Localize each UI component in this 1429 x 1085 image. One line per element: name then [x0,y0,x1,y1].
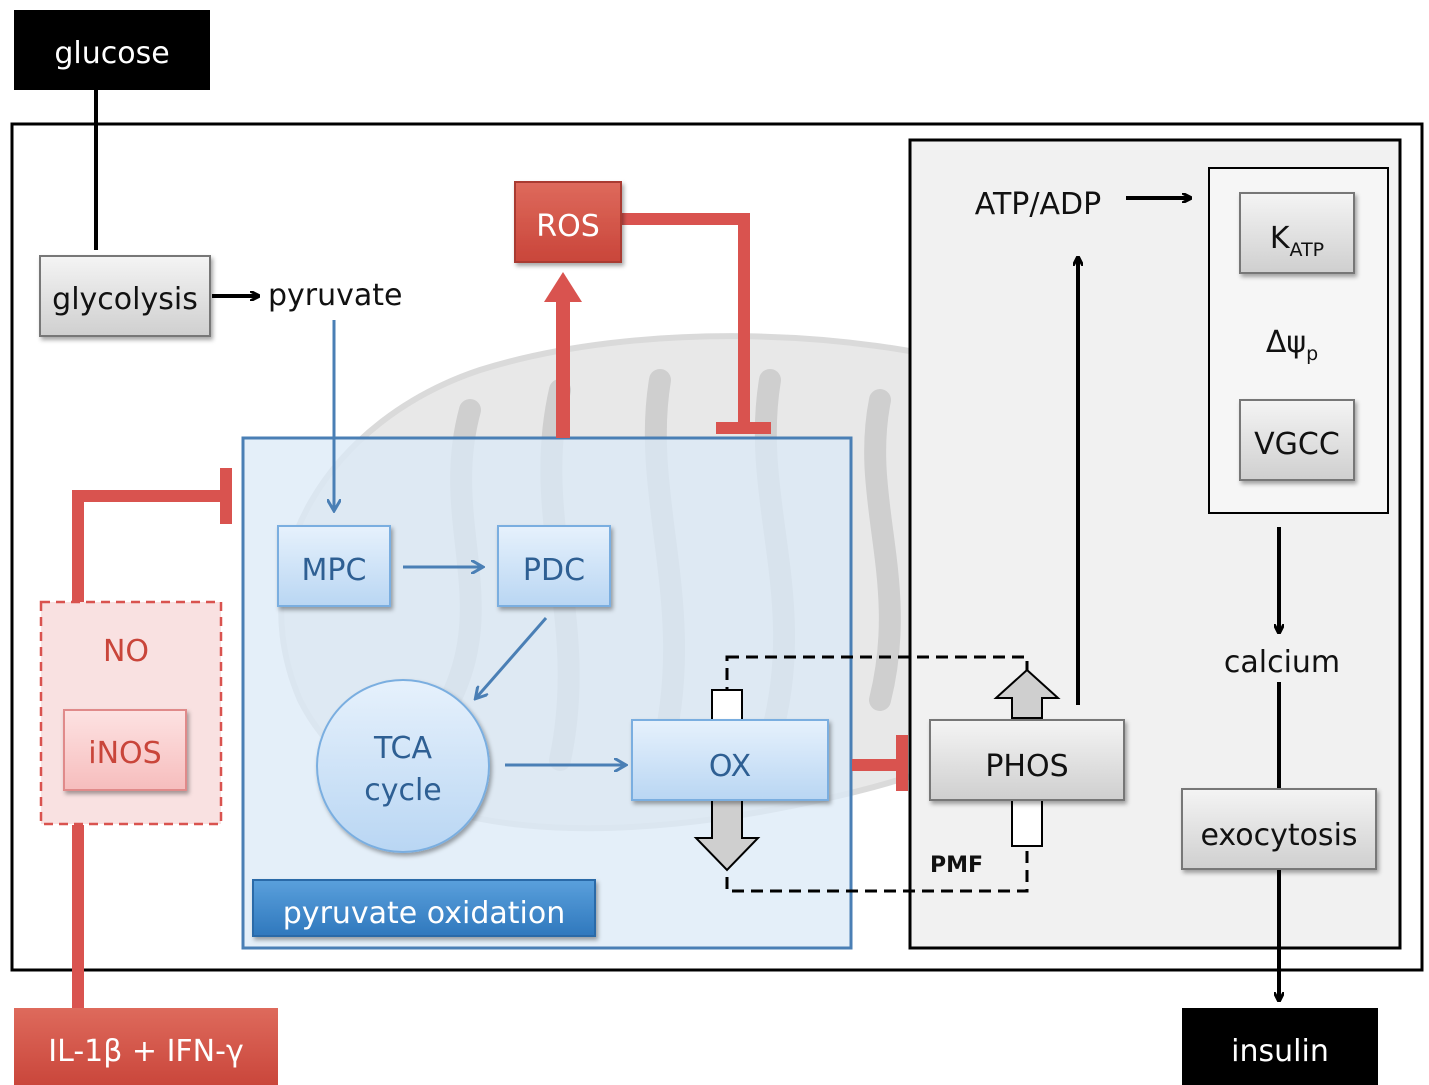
no-label: NO [103,634,149,669]
ox-box [631,719,829,801]
glucose-box [14,10,210,90]
exocytosis-label: exocytosis [1200,818,1357,853]
inos-box [63,709,187,791]
glucose-label: glucose [54,36,169,71]
tca-circle [316,679,490,853]
katp-box [1239,192,1355,274]
ros-label: ROS [536,209,600,244]
pdc-box [497,525,611,607]
glycolysis-label: glycolysis [52,282,198,317]
glycolysis-box [39,255,211,337]
katp-label: KATP [1270,221,1324,261]
no-inhibition-path [72,468,232,602]
calcium-label: calcium [1224,645,1340,680]
mpc-box [277,525,391,607]
insulin-label: insulin [1231,1034,1329,1069]
insulin-box [1182,1008,1378,1085]
panel-to-ros-arrow [544,272,582,438]
ox-proton-arrows [693,689,761,872]
tca-label-line1: TCA [373,731,433,766]
pdc-label: PDC [523,553,585,588]
phos-proton-arrows [993,668,1061,847]
pyruvate-oxidation-label-box [252,879,596,937]
phos-box [929,719,1125,801]
delta-psi-label: Δψp [1266,325,1318,365]
ros-inhibition-path [620,213,771,434]
pyruvate-label: pyruvate [268,278,403,313]
cytokine-to-no-line [72,825,84,1009]
ros-box [514,181,622,263]
ox-label: OX [709,749,751,784]
pmf-label: PMF [930,853,983,878]
mpc-label: MPC [302,553,367,588]
tca-label-line2: cycle [364,773,442,808]
pyruvate-oxidation-panel [241,436,853,950]
vgcc-label: VGCC [1254,427,1340,462]
pdc-to-tca-arrow [476,617,548,698]
ox-phos-inhibition [852,735,908,791]
cytokines-box [14,1008,278,1085]
pyruvate-oxidation-label: pyruvate oxidation [283,896,565,931]
inos-label: iNOS [88,736,161,771]
exocytosis-box [1181,788,1377,870]
phos-label: PHOS [985,749,1068,784]
atp-adp-label: ATP/ADP [975,187,1101,222]
cytokines-label: IL-1β + IFN-γ [48,1034,243,1069]
vgcc-box [1239,399,1355,481]
